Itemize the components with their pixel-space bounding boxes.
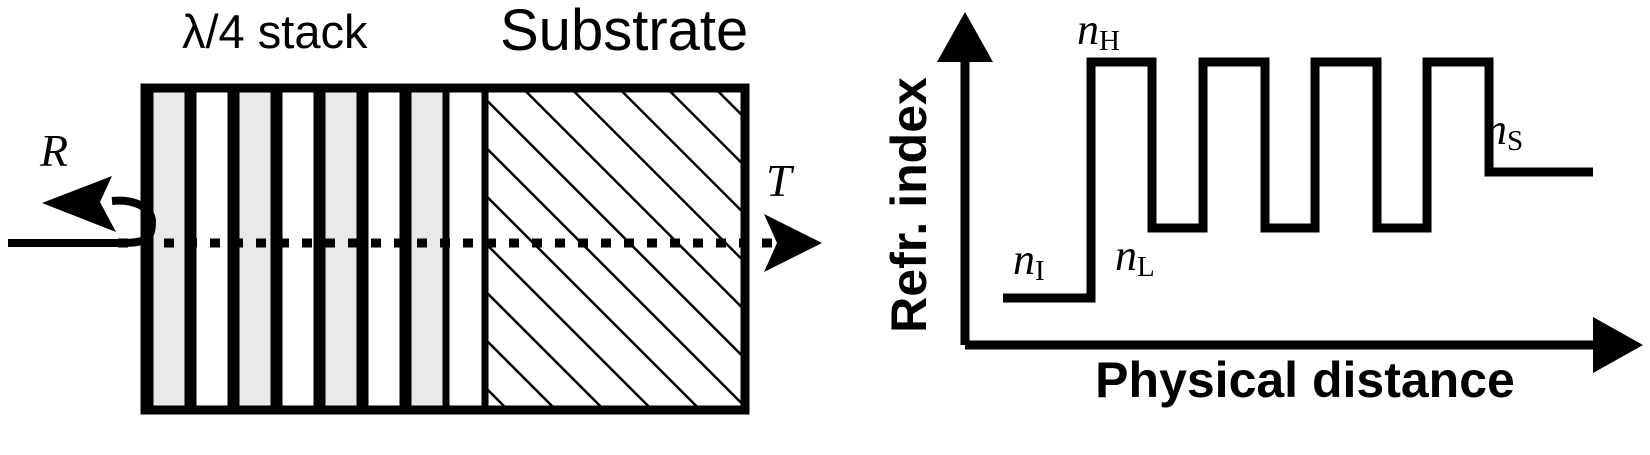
label-n-substrate-sub: S	[1507, 125, 1524, 158]
layer-low-2	[279, 88, 317, 410]
y-axis-arrowhead-icon	[937, 12, 993, 62]
layer-high-2	[236, 88, 274, 410]
transmitted-arrowhead-icon	[764, 214, 822, 272]
label-n-low-sub: L	[1137, 251, 1156, 284]
step-profile-plot	[937, 12, 1643, 373]
substrate-hatching	[485, 88, 745, 410]
structure-outline	[140, 83, 750, 415]
layer-low-4	[451, 88, 481, 410]
layer-low-3	[365, 88, 403, 410]
x-axis-arrowhead-icon	[1593, 317, 1643, 373]
label-n-low: nL	[1115, 231, 1155, 282]
label-n-low-base: n	[1115, 231, 1137, 280]
stack-title: λ/4 stack	[182, 5, 368, 58]
x-axis-title: Physical distance	[1095, 352, 1515, 408]
quarter-wave-layers	[150, 88, 481, 410]
label-n-high-sub: H	[1099, 25, 1121, 58]
refractive-index-profile-panel: Refr. index Physical distance nH nL nI n…	[825, 0, 1650, 455]
index-profile-step-curve	[1003, 57, 1593, 303]
layer-high-3	[322, 88, 360, 410]
layer-interfaces	[146, 88, 450, 410]
substrate-title: Substrate	[500, 0, 749, 63]
reflection-label-R: R	[40, 125, 69, 176]
layer-stack-schematic-panel: λ/4 stack Substrate R T	[8, 0, 822, 415]
label-n-high-base: n	[1077, 5, 1099, 54]
layer-stack-drawing	[8, 83, 822, 415]
layer-low-1	[193, 88, 231, 410]
reflected-beam-curve	[111, 196, 157, 247]
label-n-high: nH	[1077, 5, 1120, 56]
label-n-incident: nI	[1013, 235, 1045, 286]
reflected-arrowhead-icon	[42, 176, 116, 232]
label-n-incident-base: n	[1013, 235, 1035, 284]
layer-high-1	[150, 88, 188, 410]
layer-high-4	[408, 88, 446, 410]
label-n-incident-sub: I	[1035, 255, 1045, 288]
transmission-label-T: T	[766, 155, 792, 206]
